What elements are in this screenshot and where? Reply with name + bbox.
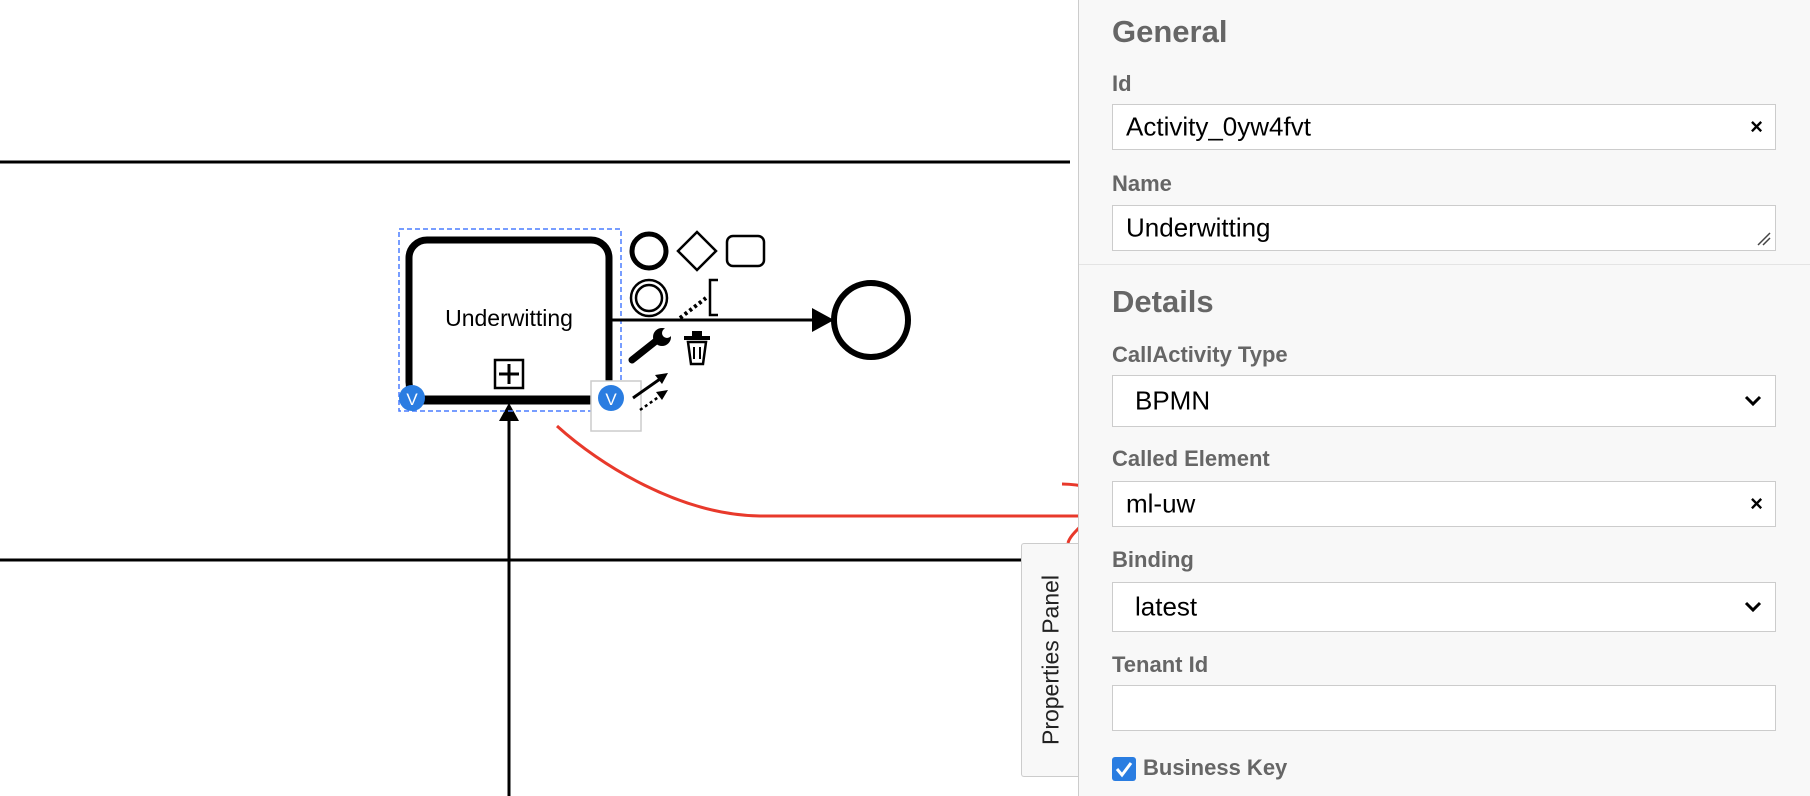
connect-arrow-icon[interactable] [632,373,668,412]
chevron-down-icon [1744,395,1762,407]
expand-plus-icon [493,358,525,390]
clear-called-element-button[interactable]: × [1750,491,1763,516]
task-icon[interactable] [725,234,766,268]
id-label: Id [1112,71,1132,96]
details-group-title: Details [1112,284,1214,319]
business-key-checkbox[interactable] [1112,757,1136,781]
gateway-icon[interactable] [676,230,718,272]
end-event[interactable] [831,280,911,360]
name-label: Name [1112,171,1172,196]
business-key-label: Business Key [1143,755,1288,780]
resize-grip-icon[interactable] [1755,230,1771,246]
call-activity-task[interactable]: Underwitting [405,236,613,405]
called-element-field[interactable]: ml-uw × [1112,481,1776,527]
variable-badge-right[interactable]: V [598,385,624,411]
clear-id-button[interactable]: × [1750,114,1763,139]
wrench-icon[interactable] [628,328,672,364]
group-separator [1079,264,1810,265]
text-annotation-icon[interactable] [678,278,718,320]
id-field[interactable]: Activity_0yw4fvt × [1112,104,1776,150]
intermediate-event-icon[interactable] [629,278,669,318]
task-label: Underwitting [445,305,573,331]
binding-value: latest [1135,591,1198,622]
binding-select[interactable]: latest [1112,582,1776,632]
tenant-id-label: Tenant Id [1112,652,1209,677]
called-element-label: Called Element [1112,446,1270,471]
properties-panel: General Id Activity_0yw4fvt × Name Under… [1078,0,1810,796]
general-group-title: General [1112,14,1228,49]
name-textarea[interactable]: Underwitting [1112,205,1776,251]
svg-text:V: V [605,390,617,409]
properties-panel-tab-label: Properties Panel [1037,574,1063,746]
name-value: Underwitting [1126,212,1271,243]
checkmark-icon [1115,762,1133,778]
callactivity-type-label: CallActivity Type [1112,342,1288,367]
called-element-value: ml-uw [1126,488,1196,519]
properties-panel-tab[interactable]: Properties Panel [1021,543,1079,777]
outgoing-sequence-flow[interactable] [612,308,834,332]
id-value: Activity_0yw4fvt [1126,111,1311,142]
tenant-id-field[interactable] [1112,685,1776,731]
start-event-icon[interactable] [629,231,669,271]
callactivity-type-select[interactable]: BPMN [1112,375,1776,427]
variable-badge-left[interactable]: V [399,385,425,411]
chevron-down-icon [1744,601,1762,613]
incoming-sequence-flow[interactable] [499,403,519,796]
svg-text:V: V [406,390,418,409]
binding-label: Binding [1112,547,1194,572]
callactivity-type-value: BPMN [1135,385,1211,416]
trash-icon[interactable] [684,331,710,366]
